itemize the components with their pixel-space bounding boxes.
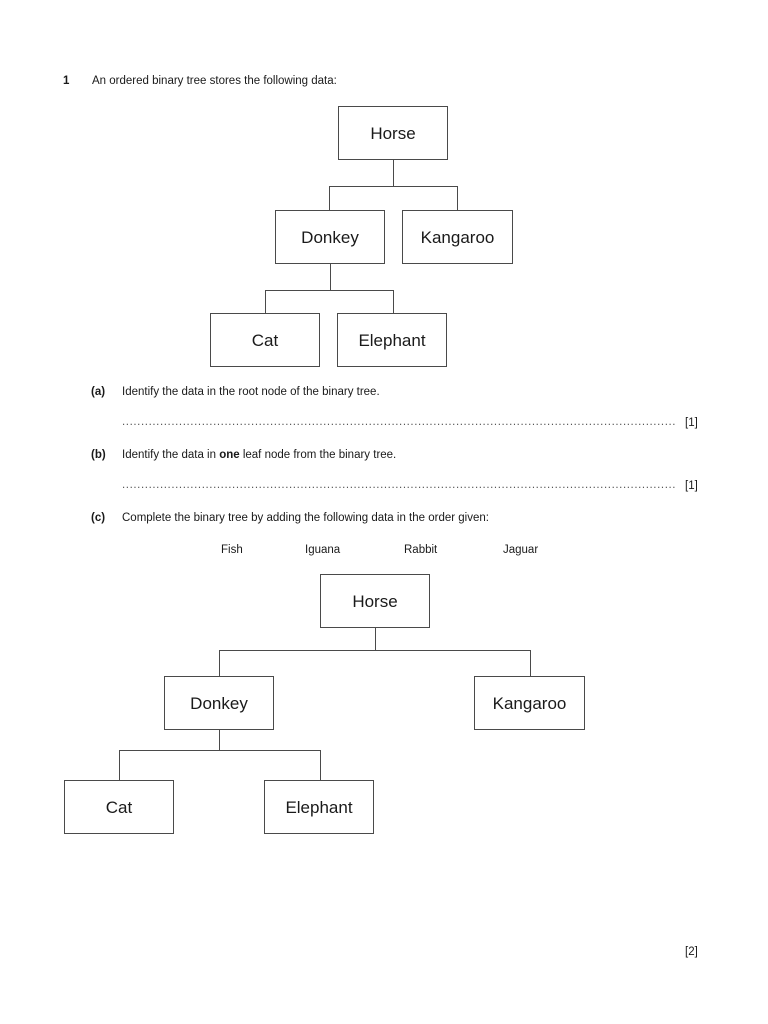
tree-top-edge-to-elephant <box>393 290 394 313</box>
part-c-data-item-rabbit: Rabbit <box>404 544 438 556</box>
question-number: 1 <box>63 75 70 87</box>
tree-bottom-edge-level2-horizontal <box>119 750 321 751</box>
tree-bottom-edge-level1-horizontal <box>219 650 531 651</box>
tree-top-edge-to-cat <box>265 290 266 313</box>
tree-bottom-edge-donkey-down <box>219 730 220 750</box>
tree-top-node-root: Horse <box>338 106 448 160</box>
tree-bottom-node-root: Horse <box>320 574 430 628</box>
part-b-text-before: Identify the data in <box>122 449 220 461</box>
part-c-data-item-iguana: Iguana <box>305 544 341 556</box>
part-c-data-item-fish: Fish <box>221 544 243 556</box>
tree-top-node-elephant: Elephant <box>337 313 447 367</box>
part-b-label: (b) <box>91 449 106 461</box>
tree-top-edge-level2-horizontal <box>265 290 394 291</box>
tree-top-node-kangaroo: Kangaroo <box>402 210 513 264</box>
tree-bottom-edge-to-left-child <box>219 650 220 676</box>
part-c-text: Complete the binary tree by adding the f… <box>122 512 489 524</box>
part-a-marks: [1] <box>685 417 698 429</box>
tree-top-node-cat: Cat <box>210 313 320 367</box>
tree-top-edge-to-left-child <box>329 186 330 210</box>
tree-bottom-node-elephant: Elephant <box>264 780 374 834</box>
tree-top-edge-level1-horizontal <box>329 186 457 187</box>
tree-top-node-donkey: Donkey <box>275 210 385 264</box>
tree-bottom-edge-root-down <box>375 628 376 650</box>
part-b-answer-line[interactable]: ........................................… <box>122 479 675 491</box>
tree-bottom-node-cat: Cat <box>64 780 174 834</box>
tree-bottom-edge-to-cat <box>119 750 120 780</box>
part-a-text: Identify the data in the root node of th… <box>122 386 380 398</box>
question-stem: An ordered binary tree stores the follow… <box>92 75 337 87</box>
part-b-text-after: leaf node from the binary tree. <box>239 449 397 461</box>
tree-bottom-edge-to-elephant <box>320 750 321 780</box>
tree-top-edge-donkey-down <box>330 264 331 290</box>
tree-bottom-node-donkey: Donkey <box>164 676 274 730</box>
part-a-label: (a) <box>91 386 106 398</box>
part-b-text: Identify the data in one leaf node from … <box>122 449 396 461</box>
tree-top-edge-to-right-child <box>457 186 458 210</box>
part-c-data-item-jaguar: Jaguar <box>503 544 539 556</box>
part-b-marks: [1] <box>685 480 698 492</box>
part-c-marks: [2] <box>685 946 698 958</box>
part-a-answer-line[interactable]: ........................................… <box>122 416 675 428</box>
part-b-text-bold: one <box>219 449 240 461</box>
part-c-label: (c) <box>91 512 106 524</box>
tree-bottom-node-kangaroo: Kangaroo <box>474 676 585 730</box>
tree-bottom-edge-to-right-child <box>530 650 531 676</box>
tree-top-edge-root-down <box>393 160 394 186</box>
